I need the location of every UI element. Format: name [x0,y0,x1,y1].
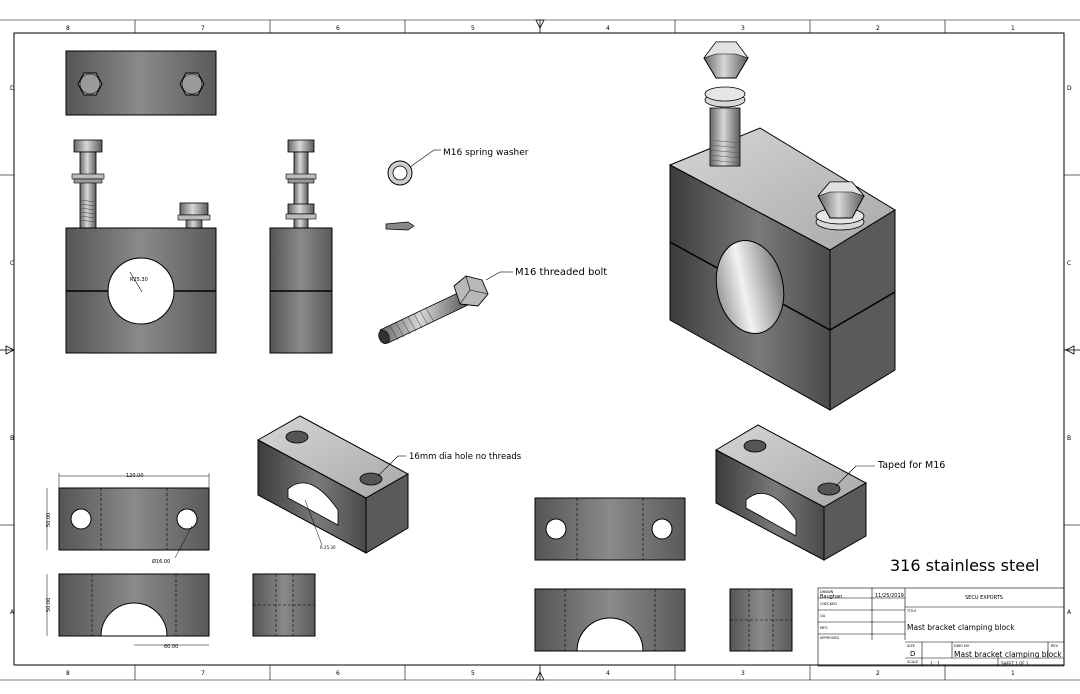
assembly-top-view [65,50,217,116]
zone-row-b-right: B [1067,435,1071,442]
zone-col-5-bottom: 5 [471,670,475,677]
dim-hole-dia: Ø16.00 [152,558,170,565]
tb-checked-label: CHECKED [820,602,837,606]
tb-drawn-date: 11/25/2019 [875,593,904,599]
assembly-side-view [269,139,333,354]
zone-col-7: 7 [201,25,205,32]
zone-row-a-right: A [1067,609,1072,616]
tb-company: SECU EXPORTS [965,595,1003,601]
zone-col-5: 5 [471,25,475,32]
dim-width: 120.00 [126,473,144,479]
assembly-isometric-view [668,41,896,411]
assembly-front-view: R25.30 [65,139,217,354]
zone-col-1: 1 [1011,25,1015,32]
spring-washer: M16 spring washer [387,148,529,186]
lower-half-isometric: Taped for M16 [714,424,945,561]
part-side-view-right [729,588,793,652]
zone-col-7-bottom: 7 [201,670,205,677]
zone-col-3-bottom: 3 [741,670,745,677]
part-side-view-left [252,573,316,637]
zone-col-8: 8 [66,25,70,32]
title-block [817,587,1065,667]
zone-row-c: C [10,260,14,267]
zone-col-8-bottom: 8 [66,670,70,677]
callout-taped: Taped for M16 [877,460,945,471]
dim-height-top: 50.00 [46,513,52,527]
zone-row-b: B [10,435,14,442]
tb-drawn-label: DRAWN [820,590,834,594]
zone-row-a: A [10,609,15,616]
tb-size: D [910,650,915,658]
zone-col-3: 3 [741,25,745,32]
part-front-view-right [534,588,686,652]
callout-hole-no-threads: 16mm dia hole no threads [409,452,522,462]
threaded-bolt: M16 threaded bolt [378,267,607,344]
zone-row-d-right: D [1067,85,1072,92]
dim-radius: R25.30 [130,277,148,283]
tb-drawn-by: Baughan [820,594,842,600]
tb-title: Mast bracket clamping block [907,623,1015,632]
tb-dwg-no: Mast bracket clamping block [954,650,1062,659]
zone-col-4: 4 [606,25,610,32]
upper-half-isometric: 16mm dia hole no threads R 25.30 [256,415,522,554]
zone-col-6-bottom: 6 [336,670,340,677]
zone-col-2-bottom: 2 [876,670,880,677]
part-top-view-left: 120.00 50.00 Ø16.00 [46,473,210,565]
tb-dwg-no-label: DWG NO [954,644,970,648]
material-note: 316 stainless steel [890,556,1039,575]
small-pin [385,221,415,231]
zone-row-d: D [10,85,15,92]
zone-col-1-bottom: 1 [1011,670,1015,677]
tb-approved-label: APPROVED [820,636,839,640]
tb-mfg-label: MFG [820,626,828,630]
tb-sheet: SHEET 1 OF 1 [1001,661,1029,666]
zone-col-6: 6 [336,25,340,32]
part-top-view-right [534,497,686,561]
zone-row-c-right: C [1067,260,1071,267]
tb-title-label: TITLE [906,609,916,613]
zone-col-4-bottom: 4 [606,670,610,677]
sheet-border [0,19,1080,681]
tb-size-label: SIZE [907,644,915,648]
tb-qa-label: QA [820,614,826,618]
zone-col-2: 2 [876,25,880,32]
tb-scale: 1 : 1 [930,661,940,667]
part-front-view-left: 50.00 60.00 [46,573,210,650]
callout-spring-washer: M16 spring washer [443,148,529,158]
callout-threaded-bolt: M16 threaded bolt [515,267,607,278]
dim-height-front: 50.00 [46,598,52,612]
tb-rev-label: REV [1051,644,1059,648]
dim-bore-width: 60.00 [164,644,178,650]
tb-scale-label: SCALE [907,660,918,664]
dim-iso-radius: R 25.30 [320,545,336,550]
